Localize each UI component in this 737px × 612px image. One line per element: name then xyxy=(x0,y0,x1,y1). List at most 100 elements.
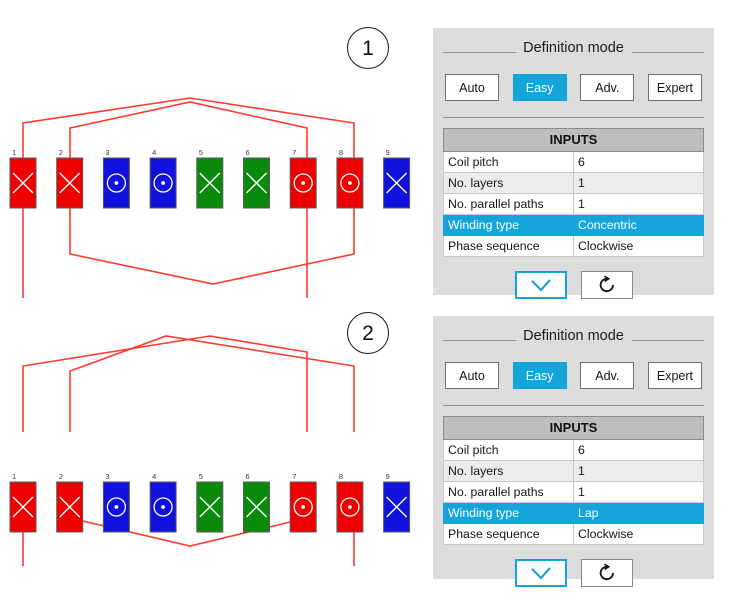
cross-icon xyxy=(246,172,267,194)
slot-number-label: 5 xyxy=(199,148,203,157)
mode-button-easy-1[interactable]: Easy xyxy=(512,74,567,101)
row-label-no-parallel-paths-1: No. parallel paths xyxy=(443,193,574,215)
slot-4[interactable]: 4 xyxy=(149,472,177,533)
slot-5[interactable]: 5 xyxy=(196,148,224,209)
dot-icon xyxy=(106,497,127,517)
dot-icon-center xyxy=(301,505,306,509)
table-row-selected[interactable]: Winding type Concentric xyxy=(443,214,704,236)
row-value-no-layers-1[interactable]: 1 xyxy=(573,172,704,194)
table-row[interactable]: Coil pitch 6 xyxy=(443,439,704,461)
mode-button-easy-2[interactable]: Easy xyxy=(512,362,567,389)
step-badge-1-number: 1 xyxy=(362,36,374,60)
slot-number-label: 1 xyxy=(12,148,16,157)
panel-2-divider xyxy=(443,405,704,406)
table-row[interactable]: Phase sequence Clockwise xyxy=(443,235,704,257)
confirm-button-2[interactable] xyxy=(514,559,567,587)
row-label-no-layers-2: No. layers xyxy=(443,460,574,482)
slot-2[interactable]: 2 xyxy=(56,472,84,533)
slot-9[interactable]: 9 xyxy=(383,472,411,533)
reset-button-1[interactable] xyxy=(580,271,633,299)
confirm-button-1[interactable] xyxy=(514,271,567,299)
slot-number-label: 2 xyxy=(59,148,63,157)
slot-number-label: 6 xyxy=(246,148,250,157)
panel-1-legend: Definition mode xyxy=(443,40,704,66)
slot-7[interactable]: 7 xyxy=(289,472,317,533)
mode-button-auto-1[interactable]: Auto xyxy=(445,74,499,101)
cross-icon xyxy=(12,496,34,518)
row-value-no-layers-2[interactable]: 1 xyxy=(573,460,704,482)
row-value-no-parallel-paths-2[interactable]: 1 xyxy=(573,481,704,503)
slot-number-label: 3 xyxy=(105,148,109,157)
table-row[interactable]: No. layers 1 xyxy=(443,172,704,194)
dot-icon xyxy=(340,173,360,193)
table-row[interactable]: Phase sequence Clockwise xyxy=(443,523,704,545)
row-value-winding-type-2[interactable]: Lap xyxy=(573,502,704,524)
table-row-selected[interactable]: Winding type Lap xyxy=(443,502,704,524)
mode-button-adv-1[interactable]: Adv. xyxy=(580,74,635,101)
row-value-coil-pitch-1[interactable]: 6 xyxy=(573,151,704,173)
mode-button-expert-2[interactable]: Expert xyxy=(647,362,702,389)
table-row[interactable]: Coil pitch 6 xyxy=(443,151,704,173)
dot-icon xyxy=(153,497,173,517)
slot-number-label: 6 xyxy=(246,472,250,481)
row-value-coil-pitch-2[interactable]: 6 xyxy=(573,439,704,461)
slot-7[interactable]: 7 xyxy=(289,148,317,209)
dot-icon xyxy=(153,173,173,193)
inputs-table-1-header: INPUTS xyxy=(443,128,704,152)
slot-3[interactable]: 3 xyxy=(102,472,130,533)
row-value-phase-sequence-1[interactable]: Clockwise xyxy=(573,235,704,257)
cross-icon xyxy=(386,172,408,194)
slot-number-label: 9 xyxy=(386,148,390,157)
slot-1[interactable]: 1 xyxy=(9,148,37,209)
slot-6[interactable]: 6 xyxy=(243,472,270,533)
panel-2-legend: Definition mode xyxy=(443,328,704,354)
row-value-phase-sequence-2[interactable]: Clockwise xyxy=(573,523,704,545)
slot-8[interactable]: 8 xyxy=(336,148,364,209)
table-row[interactable]: No. parallel paths 1 xyxy=(443,481,704,503)
row-label-winding-type-2: Winding type xyxy=(443,502,574,524)
slot-4[interactable]: 4 xyxy=(149,148,177,209)
definition-panel-1: Definition mode Auto Easy Adv. Expert IN… xyxy=(433,28,714,299)
step-badge-1: 1 xyxy=(347,27,389,69)
panel-2-legend-text: Definition mode xyxy=(515,328,632,344)
cross-icon xyxy=(199,496,221,518)
row-label-phase-sequence-2: Phase sequence xyxy=(443,523,574,545)
reset-icon xyxy=(599,563,614,581)
slot-5[interactable]: 5 xyxy=(196,472,224,533)
slot-1[interactable]: 1 xyxy=(9,472,37,533)
table-row[interactable]: No. parallel paths 1 xyxy=(443,193,704,215)
slot-6[interactable]: 6 xyxy=(243,148,270,209)
dot-icon-center xyxy=(161,505,166,509)
slot-number-label: 7 xyxy=(292,148,296,157)
mode-button-adv-2[interactable]: Adv. xyxy=(580,362,635,389)
reset-button-2[interactable] xyxy=(580,559,633,587)
step-badge-2: 2 xyxy=(347,312,389,354)
dot-icon-center xyxy=(301,181,306,185)
panel-2-mode-buttons: Auto Easy Adv. Expert xyxy=(445,362,702,389)
mode-button-auto-2[interactable]: Auto xyxy=(445,362,499,389)
slot-8[interactable]: 8 xyxy=(336,472,364,533)
row-value-no-parallel-paths-1[interactable]: 1 xyxy=(573,193,704,215)
panel-1-action-buttons xyxy=(433,271,714,299)
panel-1-legend-text: Definition mode xyxy=(515,40,632,56)
row-label-coil-pitch-2: Coil pitch xyxy=(443,439,574,461)
winding-diagram-concentric: 1 2 3 4 5 6 7 8 9 xyxy=(0,8,420,298)
dot-icon xyxy=(340,497,360,517)
dot-icon-center xyxy=(161,181,166,185)
panel-1-divider xyxy=(443,117,704,118)
slot-number-label: 4 xyxy=(152,148,156,157)
cross-icon xyxy=(59,496,81,518)
table-row[interactable]: No. layers 1 xyxy=(443,460,704,482)
step-badge-2-number: 2 xyxy=(362,321,374,345)
mode-button-expert-1[interactable]: Expert xyxy=(647,74,702,101)
slot-2[interactable]: 2 xyxy=(56,148,84,209)
slot-rect xyxy=(56,157,84,209)
row-value-winding-type-1[interactable]: Concentric xyxy=(573,214,704,236)
row-label-winding-type-1: Winding type xyxy=(443,214,574,236)
slot-3[interactable]: 3 xyxy=(102,148,130,209)
cross-icon xyxy=(246,496,267,518)
slot-9[interactable]: 9 xyxy=(383,148,411,209)
